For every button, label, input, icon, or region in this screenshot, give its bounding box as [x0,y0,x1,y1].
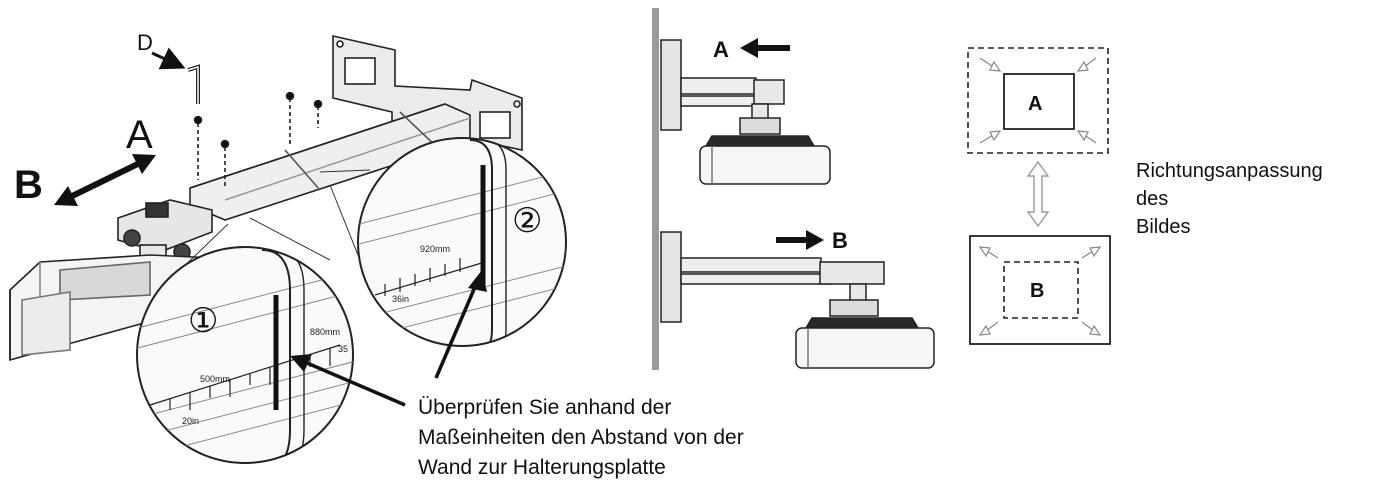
label-a-main: A [126,113,153,157]
caption-line-2: Maßeinheiten den Abstand von der [418,426,744,449]
scale3-mm: 880mm [310,327,340,337]
box-a: A [967,47,1109,154]
label-d: D [137,30,153,55]
side-view-a [660,39,831,185]
screws [193,91,323,188]
adjustment-caption: Richtungsanpassung des Bildes [1136,157,1323,241]
caption-line-3: Wand zur Halterungsplatte [418,456,666,479]
label-b-box: B [1030,280,1044,302]
label-a-side: A [713,37,729,62]
hex-key [187,64,200,104]
double-arrow-vertical [1026,160,1050,228]
double-arrow-ab [54,154,156,206]
distance-caption: Überprüfen Sie anhand der Maßeinheiten d… [418,393,744,483]
wall [652,8,659,370]
pointer-arrows [290,270,487,407]
scale3-in: 35 [338,344,348,354]
magnifier-1: 500mm 20in 880mm 35 ① [136,246,354,464]
label-b-side: B [832,228,848,253]
adjust-line-2: des [1136,188,1169,210]
scale1-in: 20in [182,416,199,426]
adjust-line-3: Bildes [1136,216,1191,238]
arrow-b-side [776,230,824,250]
wall-plate [332,34,523,151]
scale2-in: 36in [392,294,409,304]
step-2-label: ② [512,202,542,240]
box-b: B [969,235,1111,345]
scale2-mm: 920mm [420,244,450,254]
label-b-main: B [14,163,43,207]
side-view-panel: A B [652,8,935,370]
image-adjustment-panel: A B [967,47,1111,345]
projector-mount-illustration [9,34,523,362]
arrow-d [151,47,186,70]
magnifier-2: 920mm 36in ② [357,137,567,347]
label-a-box: A [1028,93,1042,115]
side-view-b [660,231,935,369]
arrow-a-side [740,38,790,58]
projector-body [9,254,216,362]
step-1-label: ① [188,302,218,340]
caption-line-1: Überprüfen Sie anhand der [418,396,672,419]
adjust-line-1: Richtungsanpassung [1136,160,1323,182]
scale1-mm: 500mm [200,374,230,384]
